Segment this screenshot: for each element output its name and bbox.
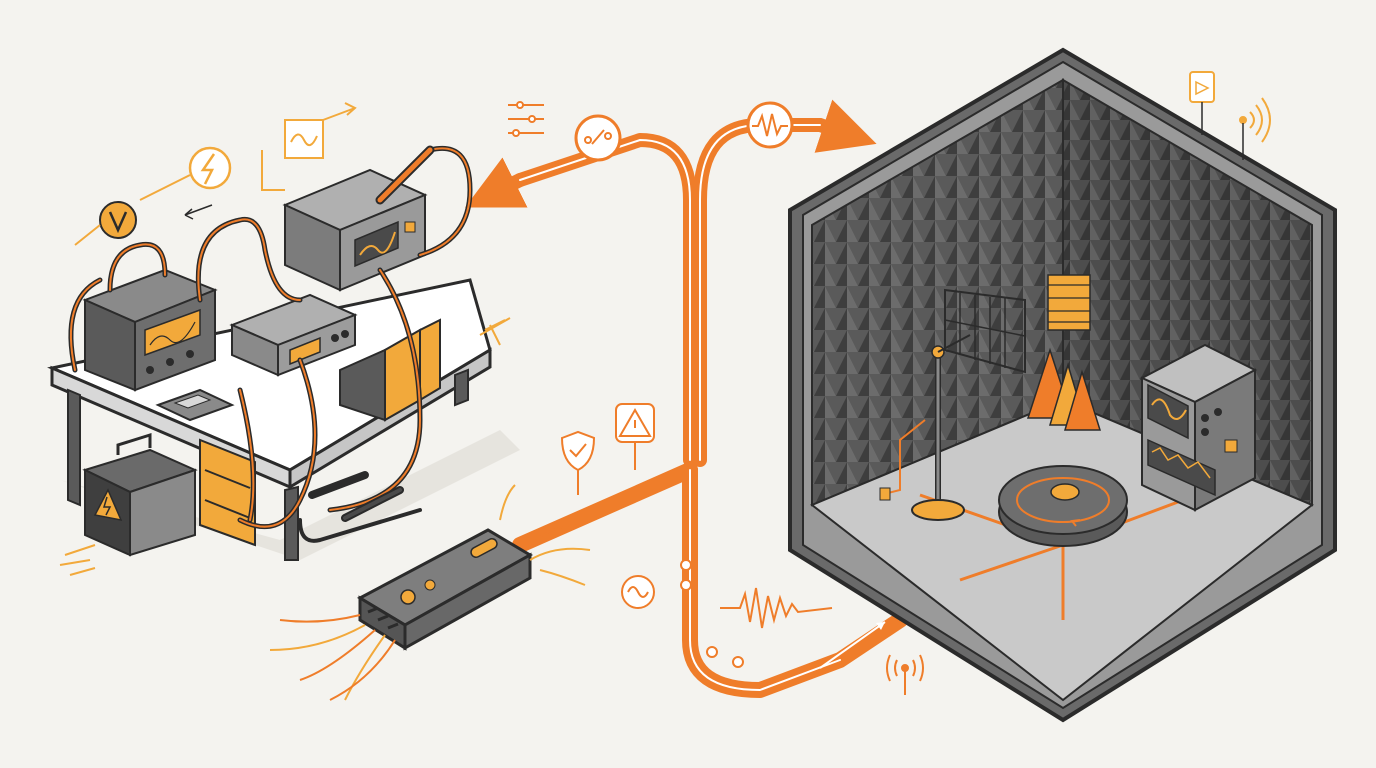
path-nodes bbox=[680, 559, 744, 668]
oscilloscope-screen bbox=[354, 220, 399, 268]
voltmeter-icon bbox=[74, 201, 137, 246]
signal-pulse-icon bbox=[746, 101, 794, 149]
antenna-icon bbox=[886, 654, 924, 695]
sensor-tag-icon bbox=[1189, 71, 1215, 135]
direction-arrow bbox=[184, 204, 213, 220]
ac-source-icon bbox=[621, 575, 655, 609]
emi-receiver-rack bbox=[1139, 343, 1258, 512]
receiver-screen-lower bbox=[1147, 438, 1216, 497]
handheld-meter bbox=[155, 388, 235, 422]
test-antenna bbox=[879, 288, 1026, 521]
turntable bbox=[998, 465, 1128, 547]
chamber-entry-arrow bbox=[819, 621, 886, 669]
lightning-icon bbox=[139, 146, 232, 201]
noise-waveform bbox=[720, 587, 833, 629]
chamber-top-arrow bbox=[813, 99, 877, 153]
test-probe bbox=[308, 145, 435, 522]
power-supply-box bbox=[82, 432, 198, 557]
multimeter-instrument bbox=[82, 268, 218, 392]
electrical-test-bench bbox=[47, 278, 520, 561]
function-generator bbox=[229, 293, 358, 377]
test-cables bbox=[68, 146, 473, 543]
spark-lines bbox=[59, 544, 96, 576]
wireless-icon bbox=[1239, 97, 1271, 160]
ground-icon bbox=[479, 317, 511, 346]
device-under-test bbox=[356, 528, 533, 651]
device-led bbox=[400, 589, 416, 605]
warning-triangle-icon bbox=[615, 403, 655, 470]
high-voltage-icon bbox=[93, 488, 123, 522]
sine-wave-icon bbox=[261, 102, 357, 191]
shield-check-icon bbox=[560, 430, 596, 495]
signal-paths bbox=[464, 99, 908, 698]
bench-arrow bbox=[464, 157, 528, 208]
device-emission-lines bbox=[269, 484, 591, 701]
sliders-icon bbox=[508, 101, 544, 137]
center-absorbers bbox=[1026, 274, 1102, 431]
multimeter-screen bbox=[144, 308, 201, 357]
switch-icon bbox=[574, 114, 622, 162]
